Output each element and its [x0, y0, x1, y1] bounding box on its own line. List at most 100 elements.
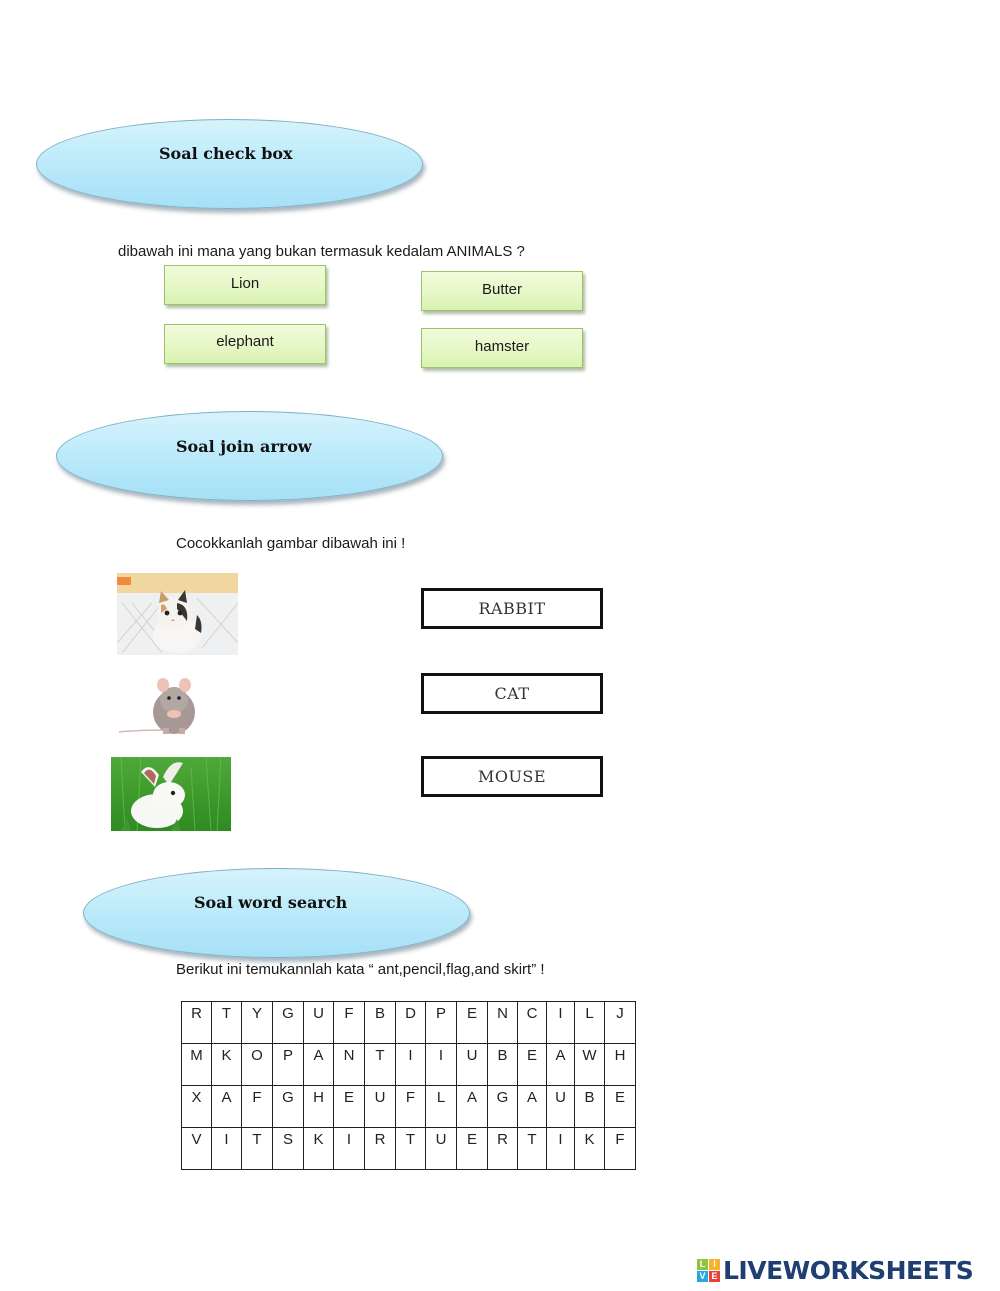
- grid-letter: P: [435, 1005, 446, 1022]
- grid-cell[interactable]: E: [456, 1001, 488, 1044]
- grid-letter: K: [221, 1047, 232, 1064]
- grid-cell[interactable]: A: [303, 1043, 334, 1086]
- grid-letter: W: [582, 1047, 597, 1064]
- grid-letter: G: [282, 1005, 294, 1022]
- grid-cell[interactable]: U: [425, 1127, 457, 1170]
- grid-cell[interactable]: K: [211, 1043, 242, 1086]
- grid-cell[interactable]: E: [333, 1085, 365, 1128]
- grid-cell[interactable]: G: [272, 1085, 304, 1128]
- grid-cell[interactable]: D: [395, 1001, 426, 1044]
- grid-cell[interactable]: F: [333, 1001, 365, 1044]
- grid-letter: J: [616, 1005, 624, 1022]
- grid-letter: F: [405, 1089, 416, 1106]
- grid-cell[interactable]: C: [517, 1001, 547, 1044]
- grid-letter: R: [374, 1131, 386, 1148]
- grid-letter: B: [497, 1047, 508, 1064]
- grid-cell[interactable]: K: [574, 1127, 605, 1170]
- grid-cell[interactable]: B: [487, 1043, 518, 1086]
- option-elephant[interactable]: elephant: [164, 324, 326, 364]
- grid-cell[interactable]: P: [272, 1043, 304, 1086]
- grid-cell[interactable]: E: [456, 1127, 488, 1170]
- grid-cell[interactable]: E: [604, 1085, 636, 1128]
- checkbox-question: dibawah ini mana yang bukan termasuk ked…: [118, 243, 525, 260]
- grid-cell[interactable]: V: [181, 1127, 212, 1170]
- grid-cell[interactable]: G: [487, 1085, 518, 1128]
- grid-cell[interactable]: B: [574, 1085, 605, 1128]
- grid-cell[interactable]: F: [604, 1127, 636, 1170]
- grid-cell[interactable]: T: [211, 1001, 242, 1044]
- grid-cell[interactable]: I: [546, 1001, 575, 1044]
- grid-cell[interactable]: J: [604, 1001, 636, 1044]
- word-box-rabbit[interactable]: RABBIT: [421, 588, 603, 629]
- grid-cell[interactable]: F: [395, 1085, 426, 1128]
- grid-cell[interactable]: T: [364, 1043, 396, 1086]
- option-lion[interactable]: Lion: [164, 265, 326, 305]
- grid-cell[interactable]: U: [364, 1085, 396, 1128]
- grid-letter: F: [252, 1089, 262, 1106]
- grid-cell[interactable]: I: [211, 1127, 242, 1170]
- option-hamster[interactable]: hamster: [421, 328, 583, 368]
- grid-cell[interactable]: I: [395, 1043, 426, 1086]
- grid-cell[interactable]: E: [517, 1043, 547, 1086]
- grid-cell[interactable]: R: [364, 1127, 396, 1170]
- grid-cell[interactable]: U: [456, 1043, 488, 1086]
- grid-cell[interactable]: G: [272, 1001, 304, 1044]
- grid-cell[interactable]: T: [395, 1127, 426, 1170]
- grid-letter: T: [375, 1047, 385, 1064]
- grid-cell[interactable]: A: [211, 1085, 242, 1128]
- grid-cell[interactable]: H: [604, 1043, 636, 1086]
- grid-letter: U: [555, 1089, 566, 1106]
- grid-cell[interactable]: R: [181, 1001, 212, 1044]
- section-header-word-search: [83, 868, 470, 958]
- grid-cell[interactable]: S: [272, 1127, 304, 1170]
- grid-cell[interactable]: B: [364, 1001, 396, 1044]
- grid-letter: C: [526, 1005, 538, 1022]
- logo-letter: I: [709, 1258, 720, 1270]
- word-search-instruction: Berikut ini temukannlah kata “ ant,penci…: [176, 961, 545, 978]
- grid-cell[interactable]: A: [517, 1085, 547, 1128]
- grid-letter: G: [282, 1089, 294, 1106]
- grid-letter: U: [466, 1047, 478, 1064]
- grid-letter: R: [497, 1131, 508, 1148]
- grid-cell[interactable]: I: [333, 1127, 365, 1170]
- grid-letter: F: [344, 1005, 354, 1022]
- grid-cell[interactable]: A: [456, 1085, 488, 1128]
- grid-cell[interactable]: T: [241, 1127, 273, 1170]
- option-butter[interactable]: Butter: [421, 271, 583, 311]
- grid-letter: X: [191, 1089, 202, 1106]
- grid-cell[interactable]: I: [546, 1127, 575, 1170]
- grid-cell[interactable]: H: [303, 1085, 334, 1128]
- grid-cell[interactable]: N: [333, 1043, 365, 1086]
- grid-cell[interactable]: O: [241, 1043, 273, 1086]
- grid-cell[interactable]: L: [574, 1001, 605, 1044]
- section-title-checkbox: Soal check box: [159, 144, 293, 163]
- grid-cell[interactable]: T: [517, 1127, 547, 1170]
- grid-cell[interactable]: U: [303, 1001, 334, 1044]
- grid-cell[interactable]: N: [487, 1001, 518, 1044]
- grid-cell[interactable]: Y: [241, 1001, 273, 1044]
- rabbit-picture[interactable]: [111, 757, 231, 831]
- grid-cell[interactable]: I: [425, 1043, 457, 1086]
- grid-cell[interactable]: L: [425, 1085, 457, 1128]
- liveworksheets-logo[interactable]: L I V E LIVEWORKSHEETS: [697, 1255, 974, 1285]
- grid-cell[interactable]: U: [546, 1085, 575, 1128]
- word-box-mouse[interactable]: MOUSE: [421, 756, 603, 797]
- grid-cell[interactable]: P: [425, 1001, 457, 1044]
- grid-cell[interactable]: R: [487, 1127, 518, 1170]
- grid-cell[interactable]: X: [181, 1085, 212, 1128]
- logo-text: LIVEWORKSHEETS: [723, 1255, 974, 1285]
- grid-letter: K: [313, 1131, 324, 1148]
- logo-letter: V: [697, 1270, 708, 1282]
- grid-cell[interactable]: F: [241, 1085, 273, 1128]
- grid-letter: T: [527, 1131, 537, 1148]
- word-box-cat[interactable]: CAT: [421, 673, 603, 714]
- grid-cell[interactable]: M: [181, 1043, 212, 1086]
- grid-cell[interactable]: W: [574, 1043, 605, 1086]
- grid-letter: A: [526, 1089, 537, 1106]
- grid-cell[interactable]: K: [303, 1127, 334, 1170]
- cat-picture[interactable]: [117, 573, 238, 655]
- mouse-picture[interactable]: [117, 670, 207, 736]
- grid-cell[interactable]: A: [546, 1043, 575, 1086]
